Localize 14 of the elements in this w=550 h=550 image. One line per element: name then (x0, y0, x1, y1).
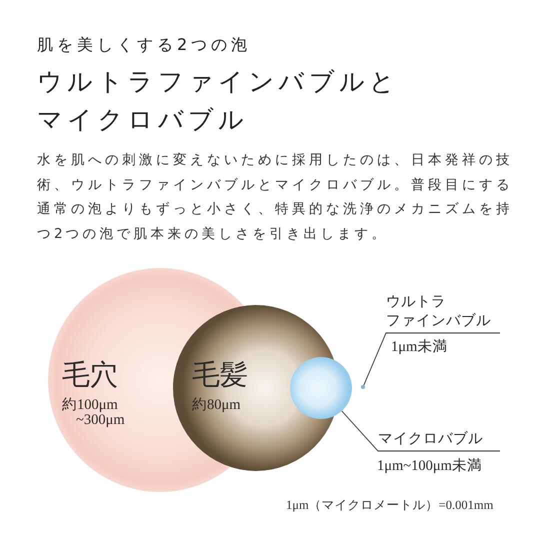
leader-line (363, 332, 500, 386)
bubble-name: マイクロバブル (378, 430, 484, 449)
circle-heading: 毛髪 (192, 360, 248, 392)
footnote: 1μm（マイクロメートル）=0.001mm (286, 497, 494, 514)
circle-heading: 毛穴 (62, 360, 118, 392)
size-label: 1μm未満 (391, 339, 448, 356)
bubble-name: ウルトラファインバブル (386, 293, 492, 331)
size-label: 1μm~100μm未満 (377, 458, 482, 475)
size-label: 約80μm (192, 398, 241, 413)
subtitle: 肌を美しくする2つの泡 (37, 34, 252, 56)
title: ウルトラファインバブルとマイクロバブル (37, 66, 400, 136)
size-label: 約100μm ~300μm (62, 398, 126, 428)
body-text: 水を肌への刺激に変えないために採用したのは、日本発祥の技術、ウルトラファインバブルとマイクロバブル。普段目にする通常の泡よりもずっと小さく、特異的な洗浄のメカニズムを持つ2つの泡で肌本来の美しさを引き出します。 (37, 151, 514, 244)
leader-line (341, 410, 500, 452)
